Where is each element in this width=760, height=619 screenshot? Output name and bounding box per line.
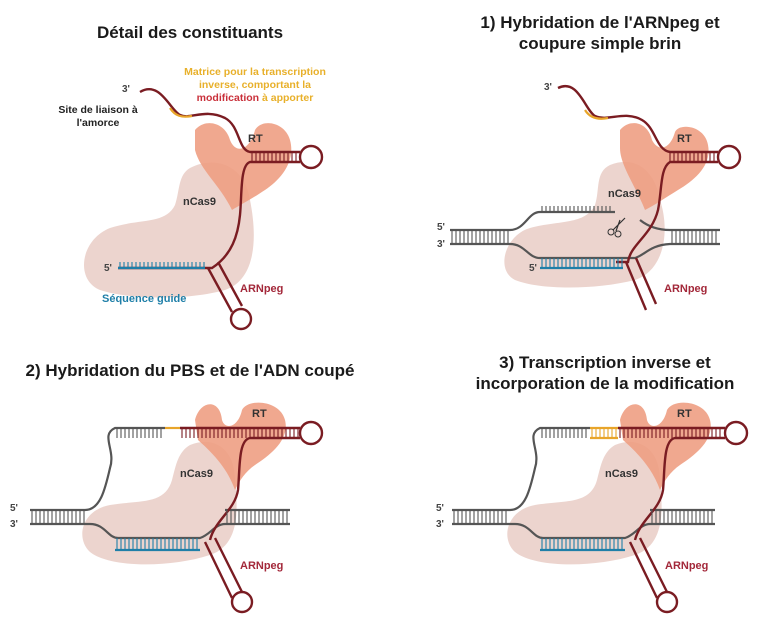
pegrna-loop-top [298,420,324,446]
scissors-icon [607,217,626,238]
ncas9-protein [83,162,254,298]
rt-protein [195,402,286,490]
panel-title: 3) Transcription inverse et incorporatio… [450,352,760,394]
pegrna-label: ARNpeg [240,283,284,295]
pegrna-label: ARNpeg [665,560,709,572]
dna-top-strand [450,210,720,232]
pegrna-backbone [180,426,300,541]
panel-title: Détail des constituants [96,23,284,42]
panel-title: 2) Hybridation du PBS et de l'ADN coupé [25,361,355,380]
three-prime-dna-label: 3' [10,519,18,530]
rt-label: RT [677,133,692,145]
rt-protein [620,123,709,210]
ncas9-label: nCas9 [608,188,642,200]
ncas9-label: nCas9 [180,468,214,480]
template-label: Matrice pour la transcription inverse, c… [175,66,335,105]
title-line1: 1) Hybridation de l'ARNpeg et [480,13,720,32]
pbs-segment [584,109,609,120]
step1-diagram [450,84,742,311]
pegrna-stem-bottom [624,257,658,311]
template-line3: modification à apporter [175,92,335,105]
ncas9-label: nCas9 [605,468,639,480]
pegrna-stem-bottom [203,537,244,599]
five-prime-label: 5' [104,263,112,274]
rt-protein [195,123,292,210]
pegrna-backbone [557,84,718,264]
template-rest: à apporter [259,92,314,104]
five-prime-dna-label: 5' [10,503,18,514]
ncas9-protein [504,161,665,288]
five-prime-guide-label: 5' [529,263,537,274]
panel-step-2: 2) Hybridation du PBS et de l'ADN coupé … [0,340,380,619]
pegrna-loop-bottom [229,307,253,331]
five-prime-dna-label: 5' [437,222,445,233]
pegrna-loop-bottom [230,590,254,614]
primer-site-label: Site de liaison à l'amorce [58,104,138,129]
rt-label: RT [248,133,263,145]
rt-label: RT [677,408,692,420]
components-diagram [83,88,324,331]
ncas9-protein [507,441,662,565]
panel-step-3: 3) Transcription inverse et incorporatio… [380,340,760,619]
panel-title: 1) Hybridation de l'ARNpeg et coupure si… [440,12,760,54]
pegrna-stem-bottom [628,537,669,599]
dna-top-strand [452,426,590,512]
step2-diagram [30,402,324,614]
pegrna-loop-top [716,144,742,170]
ncas9-label: nCas9 [183,196,217,208]
title-line2: coupure simple brin [518,34,682,53]
three-prime-rna-label: 3' [544,82,552,93]
template-line2: inverse, comportant la [198,79,312,91]
step3-diagram [452,402,749,614]
title-line2: incorporation de la modification [475,374,735,393]
template-line1: Matrice pour la transcription [184,66,326,78]
ncas9-protein [82,441,237,565]
modification-word: modification [196,92,260,104]
dna-top-strand [30,426,165,512]
title-line1: 3) Transcription inverse et [499,353,711,372]
pegrna-loop-bottom [655,590,679,614]
pegrna-loop-top [723,420,749,446]
dna-bottom-strand [450,242,720,260]
three-prime-dna-label: 3' [437,239,445,250]
three-prime-label: 3' [122,84,130,95]
guide-label: Séquence guide [102,293,187,305]
five-prime-dna-label: 5' [436,503,444,514]
rt-protein [620,402,711,490]
pbs-segment [169,107,193,118]
panel-components: Détail des constituants 3' Site de liais… [0,0,380,331]
pegrna-backbone [118,88,300,270]
rt-label: RT [252,408,267,420]
pegrna-label: ARNpeg [664,283,708,295]
panel-step-1: 1) Hybridation de l'ARNpeg et coupure si… [380,0,760,330]
dna-bottom-strand [30,522,290,540]
pegrna-loop-top [298,144,324,170]
pegrna-label: ARNpeg [240,560,284,572]
dna-bottom-strand [452,522,715,540]
pegrna-stem-bottom [206,261,244,313]
three-prime-dna-label: 3' [436,519,444,530]
